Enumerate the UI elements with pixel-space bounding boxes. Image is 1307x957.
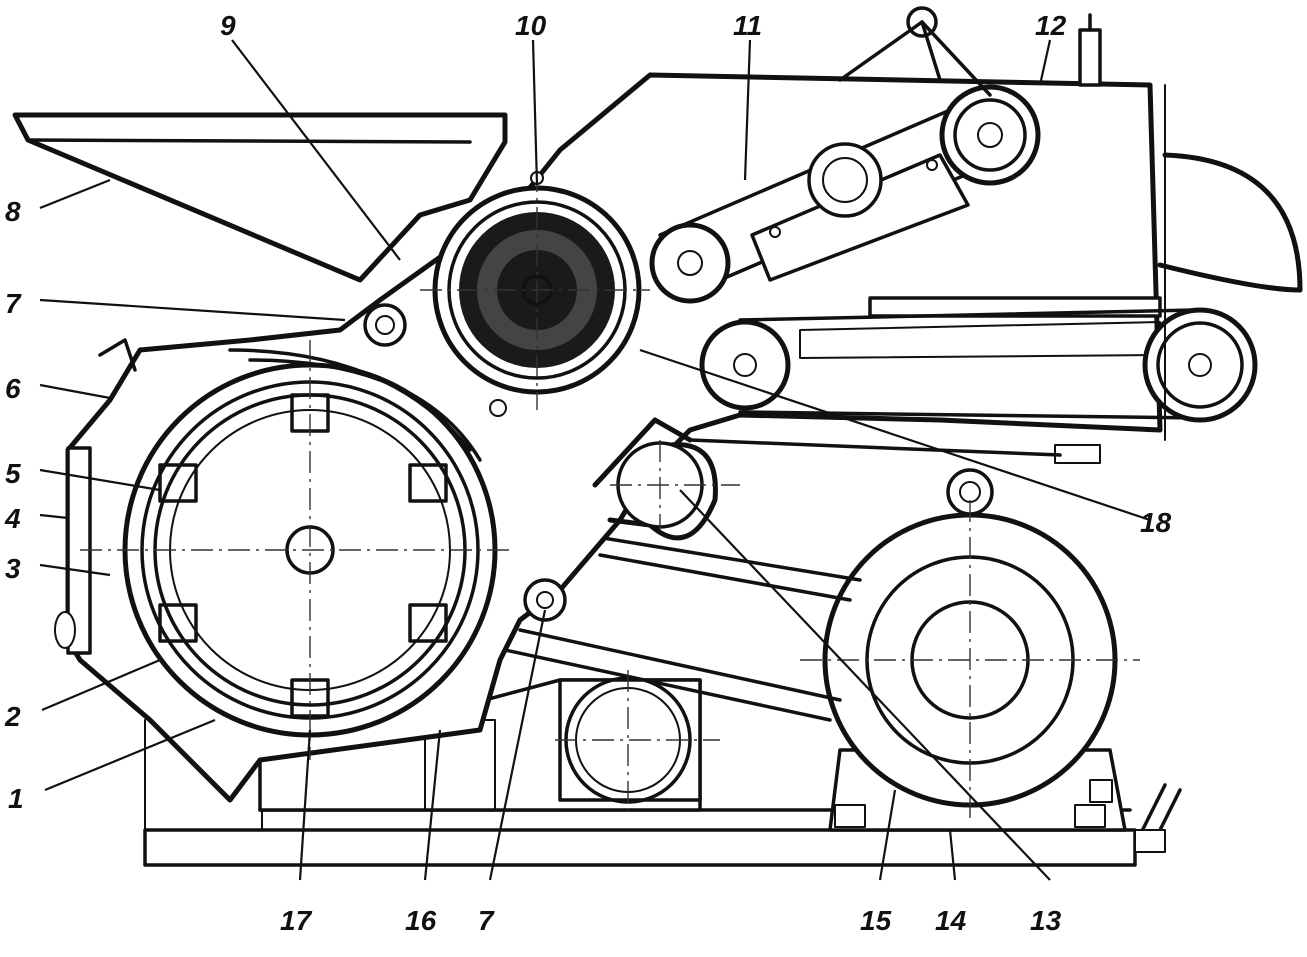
electric-motor: [822, 468, 1127, 832]
label-13: 13: [1030, 905, 1062, 936]
label-9: 9: [220, 10, 236, 41]
label-17: 17: [280, 905, 313, 936]
leader-lines: [39, 39, 1151, 881]
label-14: 14: [935, 905, 967, 936]
label-18: 18: [1140, 507, 1172, 538]
drive-belts: [503, 533, 862, 722]
label-6: 6: [5, 373, 21, 404]
label-3: 3: [5, 553, 21, 584]
label-15: 15: [860, 905, 892, 936]
label-7-upper: 7: [5, 288, 22, 319]
center-lines: [80, 170, 1140, 820]
label-12: 12: [1035, 10, 1067, 41]
shaft-bearing: [523, 578, 567, 622]
label-1: 1: [8, 783, 24, 814]
guide-roller: [363, 303, 407, 347]
part-labels: 1 2 3 4 5 6 7 8 9 10 11 12 13 14 15 16 7…: [4, 10, 1172, 936]
control-lever: [1133, 783, 1182, 853]
tension-arm: [838, 6, 1102, 97]
lower-conveyor: [699, 84, 1303, 441]
label-8: 8: [5, 196, 21, 227]
feed-hopper: [12, 112, 508, 283]
label-10: 10: [515, 10, 547, 41]
label-5: 5: [5, 458, 21, 489]
label-16: 16: [405, 905, 437, 936]
label-11: 11: [733, 10, 762, 41]
label-4: 4: [4, 503, 21, 534]
label-2: 2: [4, 701, 21, 732]
label-7-lower: 7: [478, 905, 495, 936]
upper-conveyor: [649, 84, 1041, 304]
